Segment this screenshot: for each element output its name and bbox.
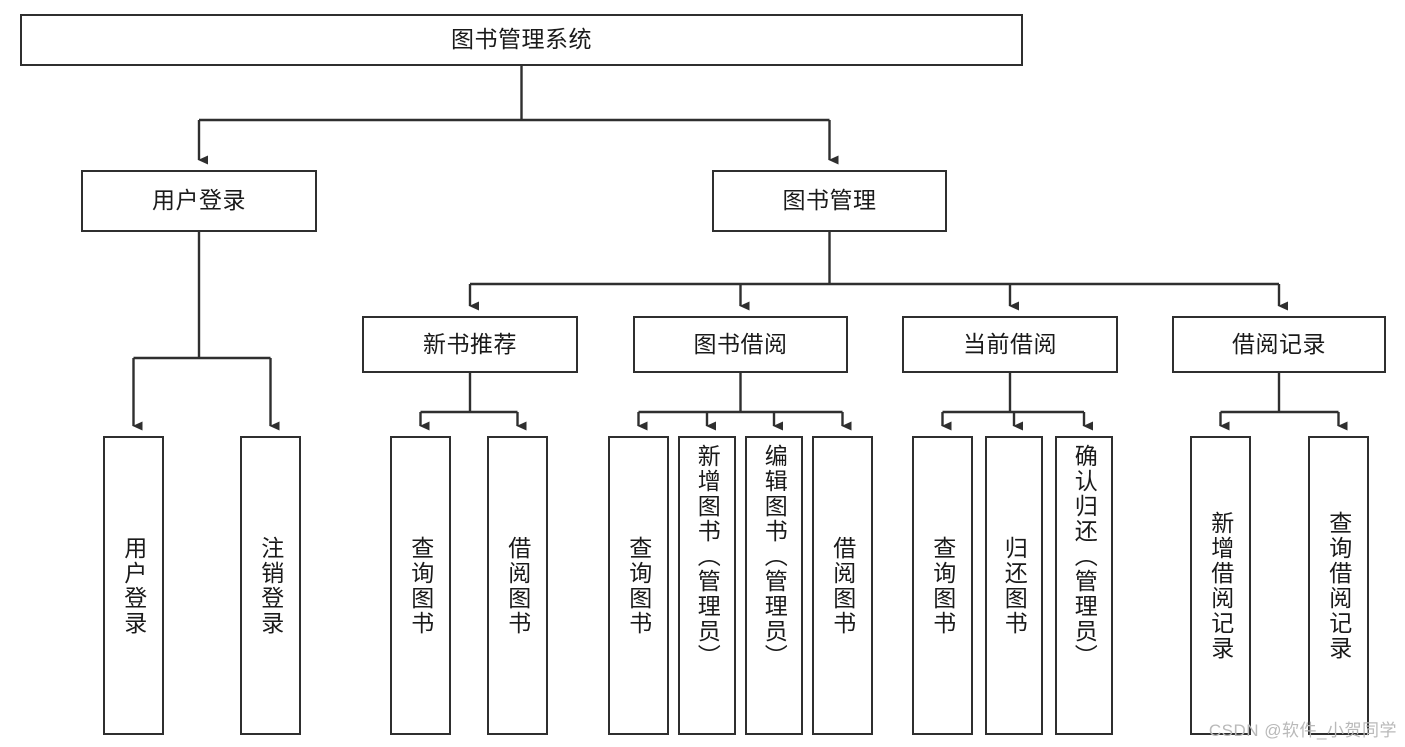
node-label: 查询借阅记录 bbox=[1325, 510, 1352, 661]
node-leaf-query-book-2[interactable]: 查询图书 bbox=[608, 436, 669, 735]
node-label: 图书借阅 bbox=[693, 330, 788, 357]
node-book-borrowing[interactable]: 图书借阅 bbox=[633, 316, 848, 373]
node-leaf-confirm-return-admin[interactable]: 确认归还（管理员） bbox=[1055, 436, 1113, 735]
node-label: 借阅图书 bbox=[504, 535, 531, 636]
node-book-management-module[interactable]: 图书管理 bbox=[712, 170, 947, 232]
node-label: 新书推荐 bbox=[423, 330, 517, 357]
node-leaf-borrow-book-1[interactable]: 借阅图书 bbox=[487, 436, 548, 735]
node-label: 图书管理 bbox=[782, 187, 877, 214]
node-leaf-add-book-admin[interactable]: 新增图书（管理员） bbox=[678, 436, 736, 735]
csdn-watermark: CSDN @软件_小贺同学 bbox=[1208, 721, 1397, 740]
node-label: 归还图书 bbox=[1001, 535, 1028, 636]
node-label: 注销登录 bbox=[257, 535, 284, 636]
node-label: 确认归还（管理员） bbox=[1071, 444, 1098, 669]
node-label: 查询图书 bbox=[929, 535, 956, 636]
node-user-login-module[interactable]: 用户登录 bbox=[81, 170, 317, 232]
node-label: 借阅图书 bbox=[829, 535, 856, 636]
node-label: 新增借阅记录 bbox=[1207, 510, 1234, 661]
node-root-system[interactable]: 图书管理系统 bbox=[20, 14, 1023, 66]
node-leaf-edit-book-admin[interactable]: 编辑图书（管理员） bbox=[745, 436, 803, 735]
node-leaf-query-borrow-record[interactable]: 查询借阅记录 bbox=[1308, 436, 1369, 735]
node-label: 用户登录 bbox=[152, 187, 246, 214]
node-label: 当前借阅 bbox=[963, 330, 1057, 357]
node-leaf-query-book-1[interactable]: 查询图书 bbox=[390, 436, 451, 735]
node-label: 查询图书 bbox=[625, 535, 652, 636]
node-borrowing-records[interactable]: 借阅记录 bbox=[1172, 316, 1386, 373]
node-label: 用户登录 bbox=[120, 535, 147, 636]
node-label: 图书管理系统 bbox=[451, 26, 592, 53]
node-current-borrowing[interactable]: 当前借阅 bbox=[902, 316, 1118, 373]
node-leaf-query-book-3[interactable]: 查询图书 bbox=[912, 436, 973, 735]
node-label: 借阅记录 bbox=[1232, 330, 1326, 357]
node-new-book-recommendation[interactable]: 新书推荐 bbox=[362, 316, 578, 373]
node-leaf-return-book[interactable]: 归还图书 bbox=[985, 436, 1043, 735]
node-leaf-borrow-book-2[interactable]: 借阅图书 bbox=[812, 436, 873, 735]
node-leaf-add-borrow-record[interactable]: 新增借阅记录 bbox=[1190, 436, 1251, 735]
node-label: 新增图书（管理员） bbox=[694, 444, 721, 669]
node-leaf-user-login[interactable]: 用户登录 bbox=[103, 436, 164, 735]
node-label: 查询图书 bbox=[407, 535, 434, 636]
node-label: 编辑图书（管理员） bbox=[761, 444, 788, 669]
node-leaf-logout[interactable]: 注销登录 bbox=[240, 436, 301, 735]
